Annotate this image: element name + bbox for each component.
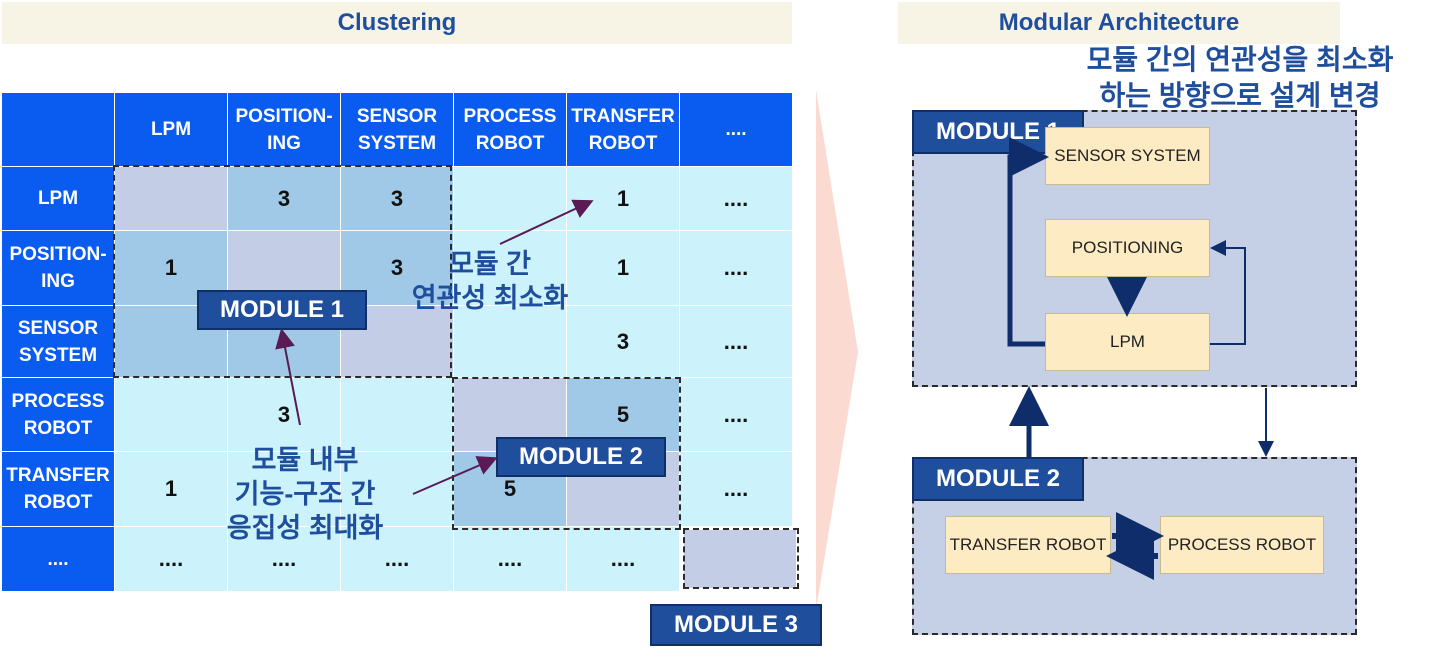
module1-cluster-boundary [113,165,452,378]
matrix-cell: .... [680,231,792,305]
col-header-process-robot: PROCESS ROBOT [454,93,566,166]
within-module-annotation: 모듈 내부 기능-구조 간 응집성 최대화 [226,445,384,543]
row-header-sensor-system: SENSOR SYSTEM [2,306,114,377]
matrix-cell: .... [115,527,227,591]
module3-cluster-boundary [683,528,799,589]
architecture-header: Modular Architecture [898,2,1340,44]
arrow-to-transfer-robot [499,199,594,245]
between-modules-annotation: 모듈 간 연관성 최소화 [411,249,569,313]
col-header-transfer-robot: TRANSFER ROBOT [567,93,679,166]
col-header-positioning: POSITION- ING [228,93,340,166]
matrix-cell: 1 [567,167,679,230]
module1-label: MODULE 1 [197,290,367,330]
module3-cell [684,530,796,588]
module3-label: MODULE 3 [650,604,822,646]
matrix-corner [2,93,114,166]
arrow-to-module2 [412,456,498,495]
matrix-cell [454,167,566,230]
clustering-header: Clustering [2,2,792,44]
transition-arrow [816,90,858,610]
col-header-lpm: LPM [115,93,227,166]
matrix-cell: .... [454,527,566,591]
matrix-cell [454,306,566,377]
matrix-cell [228,452,340,526]
module2-cluster-boundary [452,377,681,530]
matrix-cell [115,378,227,451]
matrix-cell [341,452,453,526]
row-header-positioning: POSITION- ING [2,231,114,305]
matrix-cell: .... [567,527,679,591]
component-sensor-system: SENSOR SYSTEM [1045,127,1210,185]
row-header-process-robot: PROCESS ROBOT [2,378,114,451]
component-transfer-robot: TRANSFER ROBOT [945,516,1111,574]
lpm-to-positioning-arrow [1210,240,1246,345]
component-positioning: POSITIONING [1045,219,1210,277]
col-header-more: .... [680,93,792,166]
col-header-sensor-system: SENSOR SYSTEM [341,93,453,166]
architecture-arrows [1007,137,1274,580]
row-header-transfer-robot: TRANSFER ROBOT [2,452,114,526]
row-header-more: .... [2,527,114,591]
matrix-cell: .... [680,167,792,230]
row-header-lpm: LPM [2,167,114,230]
matrix-cell: 3 [228,167,340,230]
arch-module2-title: MODULE 2 [912,457,1084,501]
lpm-to-sensor-arrow [1007,137,1049,347]
clustering-title: Clustering [337,9,457,36]
matrix-cell: .... [680,452,792,526]
matrix-cell: .... [341,527,453,591]
component-lpm: LPM [1045,313,1210,371]
matrix-cell: 3 [567,306,679,377]
architecture-title: Modular Architecture [998,9,1240,36]
matrix-cell: .... [228,527,340,591]
matrix-cell: 3 [341,167,453,230]
annotation-arrows [275,199,594,495]
matrix-cell: .... [680,378,792,451]
arrow-to-module1 [275,328,301,426]
design-change-note: 모듈 간의 연관성을 최소화 하는 방향으로 설계 변경 [1086,44,1394,111]
matrix-cell: .... [680,306,792,377]
component-process-robot: PROCESS ROBOT [1160,516,1324,574]
matrix-cell [454,231,566,305]
matrix-cell [341,378,453,451]
matrix-cell [115,167,227,230]
matrix-cell: 1 [115,452,227,526]
matrix-cell: 3 [228,378,340,451]
matrix-cell: 1 [567,231,679,305]
